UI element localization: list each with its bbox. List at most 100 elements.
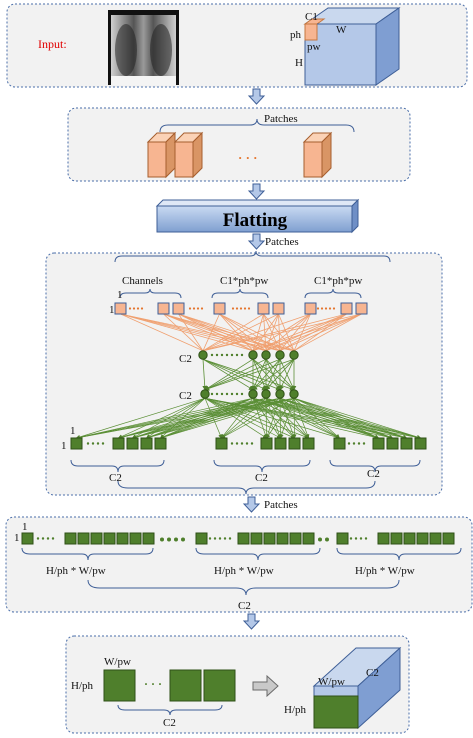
output-connection (75, 397, 295, 440)
seq-one-left: 1 (14, 532, 20, 544)
output-connection (117, 397, 267, 440)
output-brace (117, 704, 223, 716)
input-connection (219, 313, 254, 352)
output-connection (204, 397, 268, 439)
output-connection (145, 397, 295, 440)
input-connection (202, 313, 311, 352)
sequence-ellipsis-dot (51, 537, 55, 540)
input-ellipsis-dot (128, 307, 132, 310)
seq-group-label-3: H/ph * W/pw (355, 565, 415, 577)
hidden-connection (202, 359, 208, 391)
hidden-node (275, 389, 285, 399)
out-one-left: 1 (61, 440, 67, 452)
hidden-ellipsis-dot (230, 353, 234, 357)
down-arrow-5 (242, 613, 261, 630)
input-connection (178, 313, 254, 352)
input-connection (202, 313, 279, 352)
sequence-ellipsis-dot (46, 537, 50, 540)
sequence-square (116, 532, 129, 545)
output-ellipsis-dot (91, 442, 95, 445)
output-square (274, 437, 287, 450)
input-connection (263, 313, 295, 352)
output-square-1 (103, 669, 136, 702)
input-square (272, 302, 285, 315)
output-connection (279, 398, 295, 439)
input-connection (293, 313, 362, 352)
dim-pw: pw (307, 41, 321, 53)
hidden-node (200, 389, 210, 399)
group-label-2: C1*ph*pw (314, 275, 362, 287)
hidden-ellipsis-dot (220, 353, 224, 357)
input-square (114, 302, 127, 315)
sequence-square (103, 532, 116, 545)
output-connection (293, 397, 341, 439)
sequence-ellipsis-dot (36, 537, 40, 540)
output-connection (265, 397, 341, 439)
hidden-connection (279, 359, 295, 391)
group-label-channels: Channels (122, 275, 163, 287)
output-ellipsis-dot (352, 442, 356, 445)
output-connection (279, 397, 341, 439)
chest-xray-image (108, 10, 179, 85)
input-connection (265, 313, 362, 352)
input-connection (219, 313, 267, 352)
output-connection (75, 397, 281, 440)
seq-one-top: 1 (22, 521, 28, 533)
patches-label-3: Patches (264, 499, 298, 511)
input-ellipsis-dot (332, 307, 336, 310)
output-connection (131, 397, 295, 440)
output-connection (159, 397, 295, 440)
input-ellipsis-dot (136, 307, 140, 310)
output-square (154, 437, 167, 450)
output-square (126, 437, 139, 450)
sequence-square (77, 532, 90, 545)
input-tensor-cube: C1 W ph pw H (290, 7, 401, 86)
output-right-arrow (252, 674, 279, 698)
input-connection (120, 313, 267, 352)
sequence-square (21, 532, 34, 545)
hidden-label-2: C2 (179, 390, 192, 402)
input-connection (252, 313, 279, 352)
patch-prism-1 (146, 131, 177, 179)
output-square (386, 437, 399, 450)
hidden-ellipsis-dot (210, 353, 214, 357)
mixer-network-graph (70, 302, 427, 450)
output-ellipsis-dot (96, 442, 100, 445)
output-square (414, 437, 427, 450)
input-connection (263, 313, 267, 351)
sequence-square (129, 532, 142, 545)
output-connection (265, 398, 281, 439)
dim-w: W (336, 24, 347, 36)
sequence-ellipsis-dot (364, 537, 368, 540)
hidden-connection (252, 359, 267, 391)
output-section: W/pw H/ph · · · C2 W/pw C2 H/ph (65, 635, 410, 734)
input-ellipsis-dot (235, 307, 239, 310)
input-ellipsis-dot (196, 307, 200, 310)
hidden-connection (265, 358, 295, 391)
sequence-square (276, 532, 289, 545)
input-connection (163, 313, 204, 352)
input-square (157, 302, 170, 315)
cube-w-label: W/pw (318, 676, 345, 688)
output-square (140, 437, 153, 450)
down-arrow-2 (247, 183, 266, 200)
group-label-1: C1*ph*pw (220, 275, 268, 287)
output-square (333, 437, 346, 450)
hidden-ellipsis-dot (235, 353, 239, 357)
input-connection (120, 313, 204, 352)
patch-prism-2 (173, 131, 204, 179)
input-square (340, 302, 353, 315)
hidden-connection (204, 358, 267, 391)
one-left: 1 (109, 304, 115, 316)
input-connection (202, 313, 347, 352)
sequence-section: 1 1 H/ph * W/pw H/ph * W/pw H/ph * W/pw … (5, 516, 473, 613)
output-brace-label: C2 (163, 717, 176, 729)
dim-ph: ph (290, 29, 302, 41)
seq-total-label: C2 (238, 600, 251, 612)
output-connection (292, 398, 297, 439)
input-ellipsis-dot (324, 307, 328, 310)
output-connection (252, 397, 310, 439)
sequence-squares (21, 532, 455, 545)
patches-ellipsis: · · · (238, 150, 258, 165)
